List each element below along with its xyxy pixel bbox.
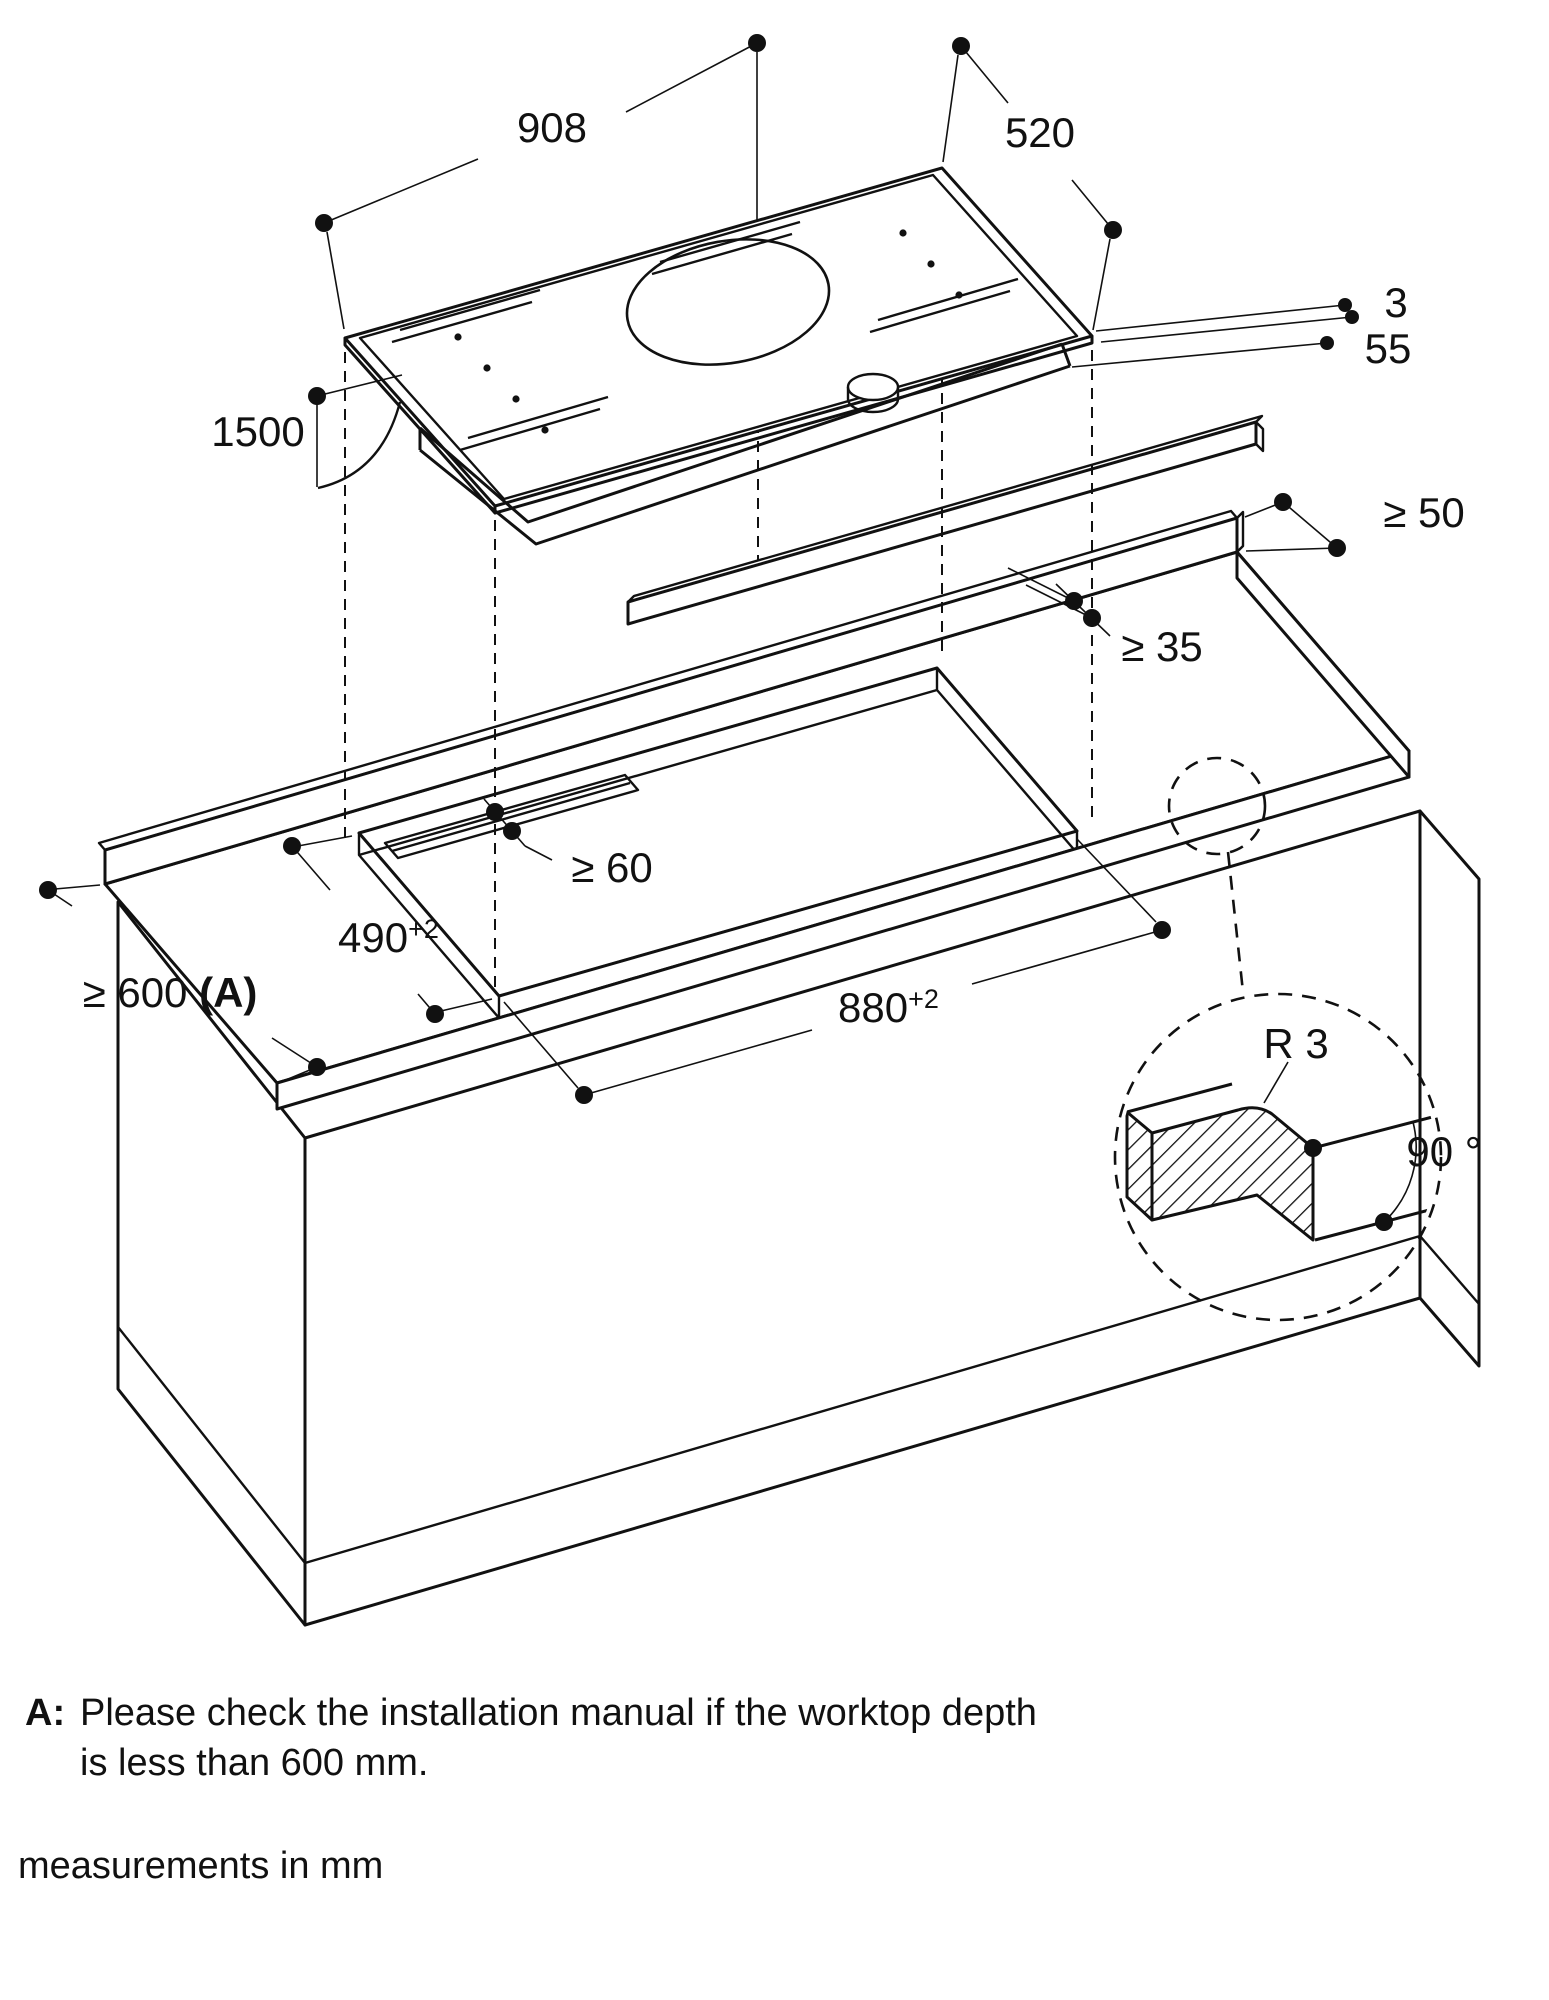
note-line2: is less than 600 mm. — [80, 1742, 428, 1784]
detail-circle — [1113, 992, 1443, 1322]
dim-vent-gap-label: ≥ 60 — [571, 844, 652, 891]
backsplash-strip — [626, 414, 1265, 626]
dimension-cutout-depth: 490+2 — [283, 835, 493, 1023]
vent-channel — [383, 773, 640, 860]
dim-cutout-width-label: 880+2 — [838, 984, 939, 1031]
detail-radius-leader — [1263, 1061, 1289, 1104]
dim-body-height-label: 55 — [1365, 325, 1412, 372]
dimension-rear-web: ≥ 35 — [1007, 567, 1203, 670]
dimension-908: 908 — [315, 34, 766, 330]
cabinet-plinth-line — [117, 1234, 1480, 1565]
touch-control-dots — [454, 229, 963, 434]
dimension-55: 55 — [1071, 325, 1412, 372]
dimension-3: 3 — [1095, 279, 1408, 343]
cabinet — [116, 809, 1481, 1627]
callout-source-circle — [1167, 756, 1267, 856]
dim-rear-clearance-label: ≥ 50 — [1383, 489, 1464, 536]
dimension-vent-gap: ≥ 60 — [483, 798, 653, 891]
backsplash-strip-end — [627, 414, 1265, 603]
dimension-1500: 1500 — [211, 374, 403, 487]
note-marker: A: — [25, 1692, 65, 1734]
footnotes: A: Please check the installation manual … — [18, 1692, 1037, 1887]
dimension-rear-clearance: ≥ 50 — [1244, 489, 1465, 557]
detail-angle-label: 90 ° — [1406, 1128, 1481, 1175]
detail-callout: R 3 90 ° — [1113, 756, 1482, 1322]
projection-lines — [344, 232, 1093, 988]
worktop — [97, 509, 1411, 1111]
dim-worktop-depth-label: ≥ 600 (A) — [83, 969, 258, 1016]
dim-cutout-depth-label: 490+2 — [338, 914, 439, 961]
cooking-zone-circle — [625, 238, 831, 366]
cabinet-right-side — [1418, 809, 1481, 1368]
note-line1: Please check the installation manual if … — [80, 1692, 1037, 1734]
worktop-right-edge — [1235, 550, 1411, 779]
detail-radius-label: R 3 — [1263, 1020, 1328, 1067]
detail-end-face — [1125, 1110, 1154, 1222]
worktop-upstand-top — [97, 509, 1245, 852]
dim-depth-label: 520 — [1005, 109, 1075, 156]
dim-glass-thickness-label: 3 — [1384, 279, 1407, 326]
dimension-cutout-width: 880+2 — [503, 838, 1171, 1104]
cooktop — [317, 166, 1094, 546]
cooktop-body — [418, 342, 1072, 546]
detail-profile-face — [1150, 1106, 1315, 1242]
detail-angle-arc — [1383, 1121, 1417, 1223]
dimension-520: 520 — [942, 37, 1122, 331]
power-cable — [317, 401, 402, 490]
dim-rear-web-label: ≥ 35 — [1121, 623, 1202, 670]
control-knob — [846, 372, 900, 414]
dimension-worktop-depth: ≥ 600 (A) — [39, 881, 326, 1083]
detail-cross-section — [1125, 1082, 1436, 1242]
flex-zone-markers — [391, 220, 1019, 452]
dim-cable-length-label: 1500 — [211, 408, 304, 455]
cooktop-bezel — [358, 173, 1079, 501]
units-note: measurements in mm — [18, 1845, 383, 1887]
dim-width-label: 908 — [517, 104, 587, 151]
